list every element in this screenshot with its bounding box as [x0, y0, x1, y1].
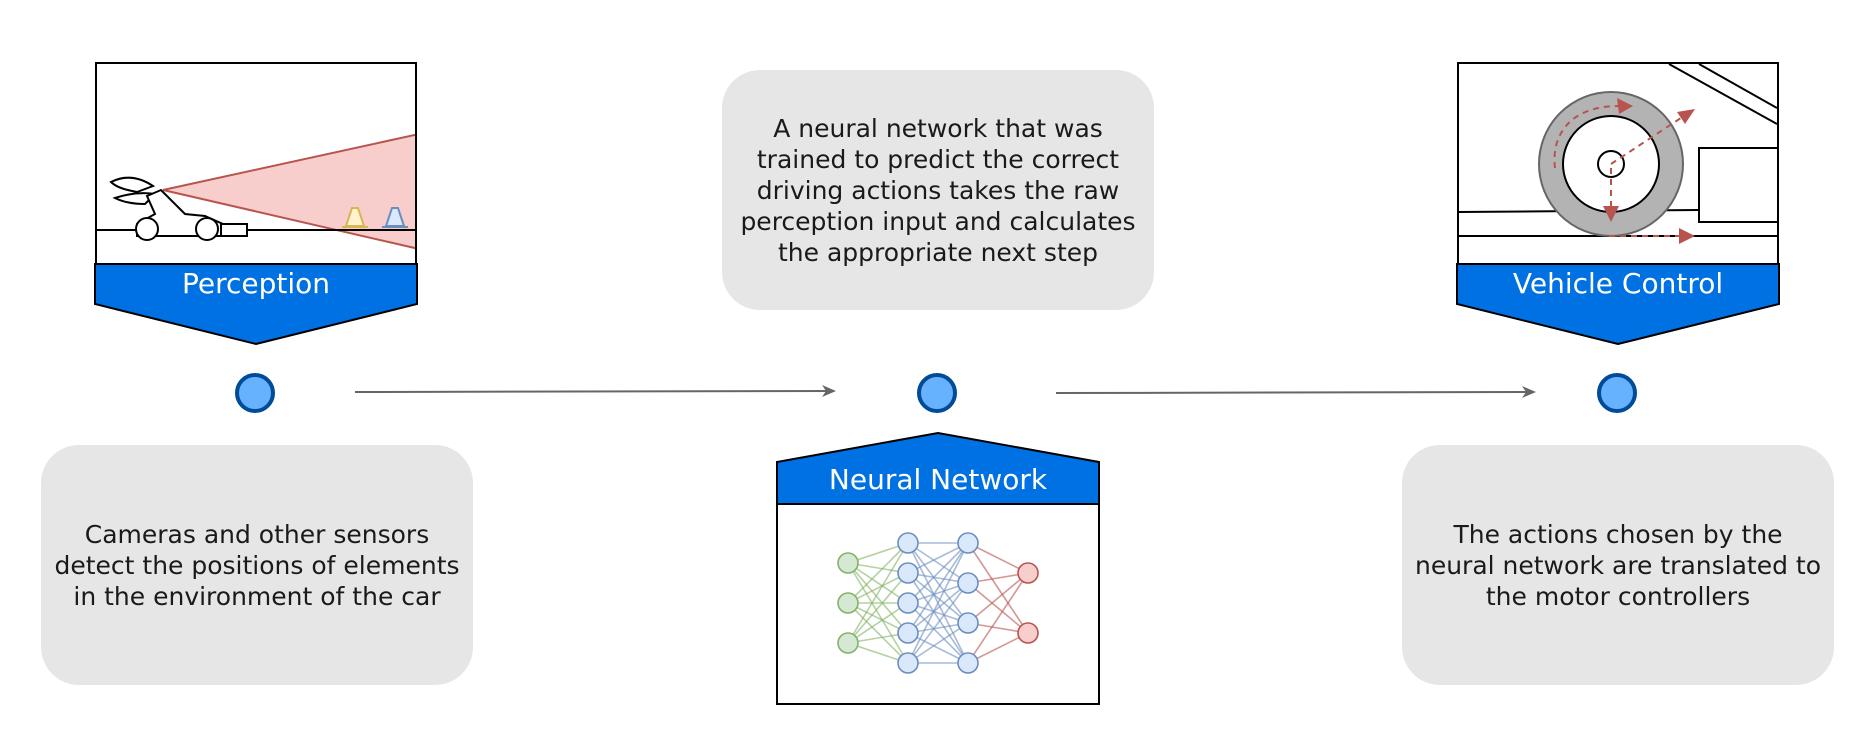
- control-description: The actions chosen by the neural network…: [1402, 445, 1834, 685]
- hidden-neuron: [897, 532, 919, 554]
- network-edge: [847, 602, 909, 664]
- network-edge: [907, 572, 969, 664]
- network-edge: [847, 542, 909, 604]
- network-edge: [847, 602, 909, 634]
- network-banner-shape: [776, 432, 1100, 506]
- rotation-arrows-icon: [1553, 105, 1688, 237]
- input-neuron: [837, 552, 859, 574]
- car-sensor-illustration: [97, 133, 415, 250]
- output-neuron: [1017, 562, 1039, 584]
- network-edge: [967, 572, 1029, 624]
- output-neuron: [1017, 622, 1039, 644]
- network-edge: [907, 572, 969, 624]
- network-edge: [967, 582, 1029, 634]
- arrow-network-to-control: [1055, 386, 1536, 399]
- network-edge: [907, 542, 969, 664]
- network-edge: [847, 602, 909, 644]
- network-edge: [967, 632, 1029, 664]
- hidden-neuron: [897, 562, 919, 584]
- network-edge: [907, 582, 969, 634]
- perception-description-text: Cameras and other sensors detect the pos…: [54, 519, 460, 611]
- network-edge: [847, 542, 909, 644]
- perception-illustration: [95, 62, 417, 268]
- race-car-icon: [109, 176, 248, 241]
- hidden-neuron: [897, 652, 919, 674]
- perception-title: Perception: [181, 267, 331, 300]
- network-description: A neural network that was trained to pre…: [722, 70, 1154, 310]
- hidden-neuron: [957, 652, 979, 674]
- network-edge: [907, 542, 969, 624]
- neural-network-diagram: [837, 532, 1039, 674]
- hidden-neuron: [957, 572, 979, 594]
- perception-banner: Perception: [94, 263, 418, 345]
- network-edge: [907, 582, 969, 664]
- network-edge: [907, 602, 969, 664]
- network-edge: [967, 542, 1029, 574]
- network-node: [917, 373, 957, 413]
- control-banner: Vehicle Control: [1456, 263, 1780, 345]
- perception-banner-shape: [94, 263, 418, 345]
- perception-description: Cameras and other sensors detect the pos…: [41, 445, 473, 685]
- network-title: Neural Network: [828, 463, 1048, 496]
- wheel-motor-illustration: [1459, 64, 1777, 244]
- network-edge: [907, 542, 969, 584]
- network-edge: [847, 562, 909, 604]
- network-edge: [847, 562, 909, 634]
- network-edge: [907, 542, 969, 574]
- network-edge: [847, 572, 909, 644]
- control-title: Vehicle Control: [1512, 267, 1724, 300]
- hidden-neuron: [897, 592, 919, 614]
- control-illustration: [1457, 62, 1779, 268]
- control-node: [1597, 373, 1637, 413]
- network-edge: [907, 542, 969, 604]
- input-neuron: [837, 592, 859, 614]
- hidden-neuron: [957, 612, 979, 634]
- network-edge: [907, 622, 969, 664]
- network-illustration: [776, 503, 1100, 705]
- network-edge: [967, 572, 1029, 664]
- input-neuron: [837, 632, 859, 654]
- network-edge: [967, 542, 1029, 634]
- yellow-cone-icon: [342, 207, 368, 228]
- hidden-neuron: [957, 532, 979, 554]
- control-banner-shape: [1456, 263, 1780, 345]
- hidden-neuron: [897, 622, 919, 644]
- network-description-text: A neural network that was trained to pre…: [740, 113, 1136, 267]
- network-edge: [847, 562, 909, 664]
- network-edge: [907, 542, 969, 634]
- network-banner: Neural Network: [776, 432, 1100, 506]
- motor-block: [1698, 147, 1777, 223]
- arrow-perception-to-network: [354, 385, 836, 398]
- control-description-text: The actions chosen by the neural network…: [1414, 519, 1822, 611]
- blue-cone-icon: [382, 207, 408, 228]
- network-edge: [847, 572, 909, 604]
- network-edge: [907, 632, 969, 664]
- perception-node: [235, 373, 275, 413]
